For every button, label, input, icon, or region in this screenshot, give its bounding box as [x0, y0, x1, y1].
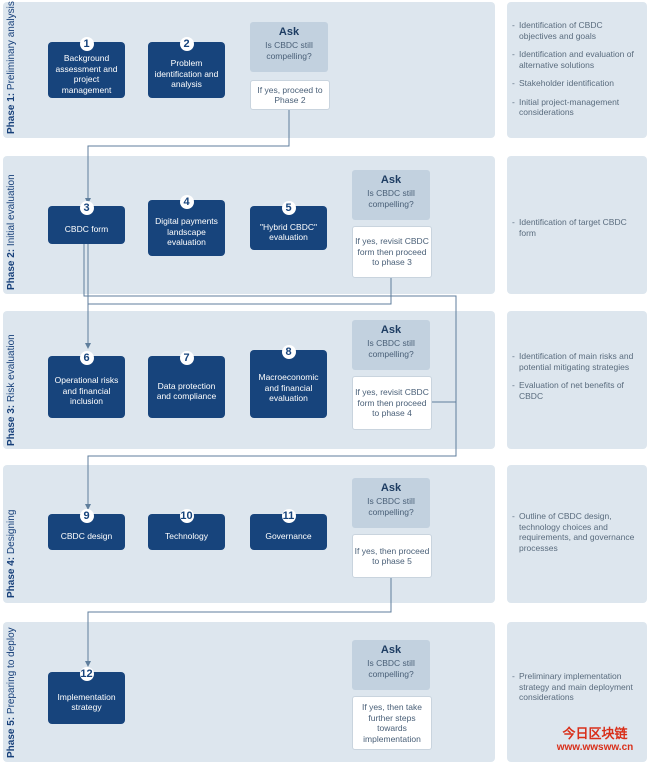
step-label: Operational risks and financial inclusio…: [54, 375, 119, 407]
step-label: Macroeconomic and financial evaluation: [258, 372, 319, 404]
step-label: Background assessment and project manage…: [55, 53, 118, 95]
answer-box-phase-1: If yes, proceed to Phase 2: [250, 80, 330, 110]
ask-question: Is CBDC still compelling?: [367, 338, 415, 359]
ask-box-phase-4: Ask Is CBDC still compelling?: [352, 478, 430, 528]
step-number: 6: [79, 351, 94, 365]
step-label: Technology: [164, 530, 208, 541]
step-7-box: 7 Data protection and compliance: [148, 351, 225, 418]
step-number: 9: [79, 509, 94, 523]
step-label: CBDC design: [60, 530, 113, 541]
ask-title: Ask: [278, 26, 300, 38]
phase-2-outputs: Identification of target CBDC form: [512, 217, 642, 246]
ask-title: Ask: [380, 644, 402, 656]
step-number: 5: [281, 201, 296, 215]
ask-box-phase-2: Ask Is CBDC still compelling?: [352, 170, 430, 220]
step-4-box: 4 Digital payments landscape evaluation: [148, 195, 225, 256]
step-1-box: 1 Background assessment and project mana…: [48, 37, 125, 98]
connector-phase4-to-step12: [85, 576, 392, 667]
phase-1-outputs: Identification of CBDC objectives and go…: [512, 20, 642, 126]
step-label: "Hybrid CBDC" evaluation: [259, 221, 318, 243]
ask-title: Ask: [380, 324, 402, 336]
output-item: Stakeholder identification: [512, 78, 642, 89]
phase-5-outputs: Preliminary implementation strategy and …: [512, 671, 642, 711]
step-5-box: 5 "Hybrid CBDC" evaluation: [250, 201, 327, 250]
ask-question: Is CBDC still compelling?: [265, 40, 313, 61]
step-2-box: 2 Problem identification and analysis: [148, 37, 225, 98]
step-label: Governance: [265, 530, 312, 541]
step-number: 11: [281, 509, 296, 523]
step-label: Data protection and compliance: [156, 380, 217, 402]
ask-box-phase-5: Ask Is CBDC still compelling?: [352, 640, 430, 690]
output-item: Identification of CBDC objectives and go…: [512, 20, 642, 41]
connector-phase3-to-step9: [85, 402, 457, 510]
step-number: 10: [179, 509, 194, 523]
ask-question: Is CBDC still compelling?: [367, 658, 415, 679]
step-number: 2: [179, 37, 194, 51]
connector-phase3-revisit: [81, 238, 457, 403]
step-number: 4: [179, 195, 194, 209]
step-label: Problem identification and analysis: [154, 58, 219, 90]
answer-box-phase-5: If yes, then take further steps towards …: [352, 696, 432, 750]
output-item: Identification of main risks and potenti…: [512, 351, 642, 372]
ask-question: Is CBDC still compelling?: [367, 188, 415, 209]
answer-box-phase-4: If yes, then proceed to phase 5: [352, 534, 432, 578]
watermark-title: 今日区块链: [562, 726, 628, 741]
output-item: Initial project-management consideration…: [512, 97, 642, 118]
connector-phase2-revisit: [85, 238, 392, 305]
step-8-box: 8 Macroeconomic and financial evaluation: [250, 345, 327, 418]
connector-phase1-to-step3: [85, 108, 290, 204]
output-item: Evaluation of net benefits of CBDC: [512, 380, 642, 401]
ask-box-phase-1: Ask Is CBDC still compelling?: [250, 22, 328, 72]
step-number: 3: [79, 201, 94, 215]
step-number: 7: [179, 351, 194, 365]
phase-4-outputs: Outline of CBDC design, technology choic…: [512, 511, 642, 561]
step-number: 12: [79, 667, 94, 681]
watermark-url: www.wwsww.cn: [556, 742, 634, 753]
step-11-box: 11 Governance: [250, 509, 327, 550]
output-item: Preliminary implementation strategy and …: [512, 671, 642, 703]
ask-title: Ask: [380, 482, 402, 494]
phase-3-outputs: Identification of main risks and potenti…: [512, 351, 642, 409]
output-item: Outline of CBDC design, technology choic…: [512, 511, 642, 553]
step-6-box: 6 Operational risks and financial inclus…: [48, 351, 125, 418]
step-label: Implementation strategy: [57, 691, 116, 713]
ask-question: Is CBDC still compelling?: [367, 496, 415, 517]
step-number: 8: [281, 345, 296, 359]
step-label: CBDC form: [64, 223, 109, 234]
answer-box-phase-2: If yes, revisit CBDC form then proceed t…: [352, 226, 432, 278]
output-item: Identification and evaluation of alterna…: [512, 49, 642, 70]
step-9-box: 9 CBDC design: [48, 509, 125, 550]
step-label: Digital payments landscape evaluation: [155, 216, 218, 248]
ask-box-phase-3: Ask Is CBDC still compelling?: [352, 320, 430, 370]
output-item: Identification of target CBDC form: [512, 217, 642, 238]
step-3-box: 3 CBDC form: [48, 201, 125, 244]
step-10-box: 10 Technology: [148, 509, 225, 550]
step-12-box: 12 Implementation strategy: [48, 667, 125, 724]
answer-box-phase-3: If yes, revisit CBDC form then proceed t…: [352, 376, 432, 430]
step-number: 1: [79, 37, 94, 51]
watermark: 今日区块链 www.wwsww.cn: [540, 726, 650, 754]
ask-title: Ask: [380, 174, 402, 186]
